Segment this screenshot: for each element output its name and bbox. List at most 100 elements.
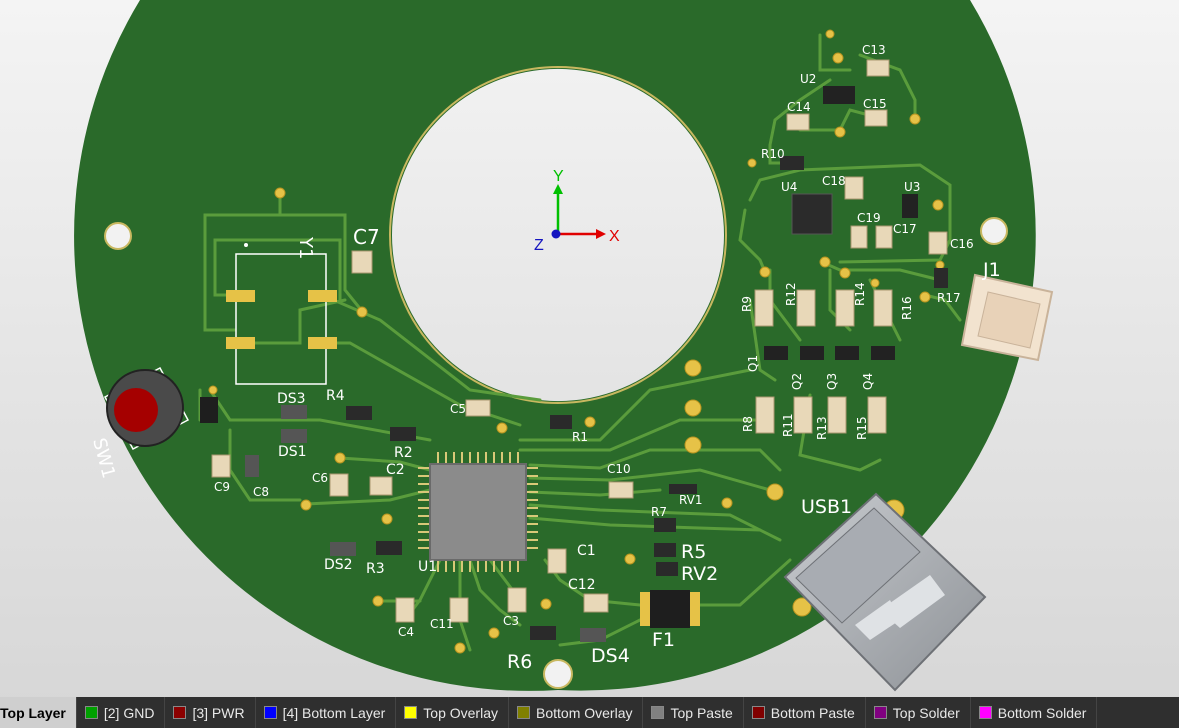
label-rv1: RV1 xyxy=(679,493,703,507)
mcu-u1 xyxy=(418,452,538,572)
label-c10: C10 xyxy=(607,462,631,476)
label-r4: R4 xyxy=(326,388,345,404)
layer-tab-pwr[interactable]: [3] PWR xyxy=(165,697,256,728)
layer-tab-top-layer[interactable]: Top Layer xyxy=(0,697,77,728)
label-r2: R2 xyxy=(394,445,413,461)
fuse-f1 xyxy=(640,590,700,628)
layer-tab-label: Bottom Solder xyxy=(997,704,1087,721)
label-u3: U3 xyxy=(904,180,920,194)
label-ds4: DS4 xyxy=(591,645,630,667)
pcb-3d-viewport[interactable]: Y X Z xyxy=(0,0,1179,697)
label-c15: C15 xyxy=(863,97,887,111)
label-c6: C6 xyxy=(312,471,328,485)
layer-color-swatch xyxy=(751,706,765,719)
label-c5: C5 xyxy=(450,402,466,416)
pcb-board xyxy=(74,0,1036,691)
label-r3: R3 xyxy=(366,561,385,577)
label-r10: R10 xyxy=(761,147,785,161)
label-q1: Q1 xyxy=(746,355,760,372)
usb-connector xyxy=(783,492,987,692)
layer-color-swatch xyxy=(263,706,277,719)
label-u4: U4 xyxy=(781,180,797,194)
label-c12: C12 xyxy=(568,577,596,593)
layer-tab-bottom-layer[interactable]: [4] Bottom Layer xyxy=(256,697,397,728)
layer-tab-label: Top Overlay xyxy=(423,704,498,721)
label-c13: C13 xyxy=(862,43,886,57)
label-r16: R16 xyxy=(900,296,914,320)
layer-tab-label: Bottom Overlay xyxy=(536,704,633,721)
label-c7: C7 xyxy=(353,225,380,249)
label-rv2: RV2 xyxy=(681,563,718,585)
layer-tab-bar: Top Layer [2] GND [3] PWR [4] Bottom Lay… xyxy=(0,697,1179,728)
layer-tab-label: [3] PWR xyxy=(192,704,245,721)
passive-components xyxy=(211,59,948,642)
label-r11: R11 xyxy=(781,413,795,437)
crystal-y1 xyxy=(226,243,337,385)
axis-y-label: Y xyxy=(553,168,564,185)
label-ds1: DS1 xyxy=(278,444,307,460)
layer-tab-gnd[interactable]: [2] GND xyxy=(77,697,166,728)
label-r5: R5 xyxy=(681,541,706,563)
layer-color-swatch xyxy=(651,706,665,719)
label-c18: C18 xyxy=(822,174,846,188)
layer-color-swatch xyxy=(873,706,887,719)
layer-tab-label: Bottom Paste xyxy=(770,704,855,721)
board-holes xyxy=(104,217,1008,689)
tactile-switch xyxy=(103,366,190,451)
label-r1: R1 xyxy=(572,430,588,444)
label-r17: R17 xyxy=(937,291,961,305)
layer-tab-bottom-overlay[interactable]: Bottom Overlay xyxy=(509,697,644,728)
vias xyxy=(208,29,945,654)
label-r14: R14 xyxy=(853,282,867,306)
label-c2: C2 xyxy=(386,462,405,478)
axis-triad: Y X Z xyxy=(534,168,620,254)
layer-tab-label: [2] GND xyxy=(103,704,155,721)
label-u1: U1 xyxy=(418,559,437,575)
label-ds3: DS3 xyxy=(277,391,306,407)
label-r9: R9 xyxy=(740,296,754,312)
label-r15: R15 xyxy=(855,416,869,440)
label-c19: C19 xyxy=(857,211,881,225)
label-r13: R13 xyxy=(815,416,829,440)
label-c1: C1 xyxy=(577,543,596,559)
layer-color-swatch xyxy=(517,706,530,719)
label-c8: C8 xyxy=(253,485,269,499)
layer-tab-label: Top Solder xyxy=(892,704,960,721)
label-ds2: DS2 xyxy=(324,557,353,573)
label-j1: J1 xyxy=(982,259,1001,281)
label-r7: R7 xyxy=(651,505,667,519)
label-c17: C17 xyxy=(893,222,917,236)
layer-tab-top-paste[interactable]: Top Paste xyxy=(643,697,744,728)
jst-connector-j1 xyxy=(960,273,1054,362)
layer-tab-bottom-paste[interactable]: Bottom Paste xyxy=(744,697,866,728)
label-c4: C4 xyxy=(398,625,414,639)
layer-tab-label: Top Paste xyxy=(670,704,733,721)
label-r12: R12 xyxy=(784,282,798,306)
layer-color-swatch xyxy=(84,706,98,719)
layer-tab-label: [4] Bottom Layer xyxy=(282,704,386,721)
layer-tab-top-overlay[interactable]: Top Overlay xyxy=(396,697,509,728)
label-c11: C11 xyxy=(430,617,454,631)
layer-tab-label: Top Layer xyxy=(0,704,66,721)
layer-color-swatch xyxy=(173,706,187,719)
label-r8: R8 xyxy=(741,416,755,432)
label-f1: F1 xyxy=(652,629,675,651)
label-usb1: USB1 xyxy=(801,496,852,518)
layer-tab-bottom-solder[interactable]: Bottom Solder xyxy=(971,697,1098,728)
label-r6: R6 xyxy=(507,651,532,673)
label-q2: Q2 xyxy=(790,373,804,390)
label-q3: Q3 xyxy=(825,373,839,390)
label-sw1: SW1 xyxy=(88,436,119,481)
label-y1: Y1 xyxy=(295,236,316,259)
label-u2: U2 xyxy=(800,72,816,86)
label-c3: C3 xyxy=(503,614,519,628)
layer-color-swatch xyxy=(978,706,992,719)
label-q4: Q4 xyxy=(861,373,875,390)
layer-tab-top-solder[interactable]: Top Solder xyxy=(866,697,971,728)
axis-z-label: Z xyxy=(534,237,544,254)
axis-x-label: X xyxy=(609,228,620,245)
layer-color-swatch xyxy=(404,706,418,719)
label-c16: C16 xyxy=(950,237,974,251)
ic-packages xyxy=(200,86,918,423)
label-c9: C9 xyxy=(214,480,230,494)
